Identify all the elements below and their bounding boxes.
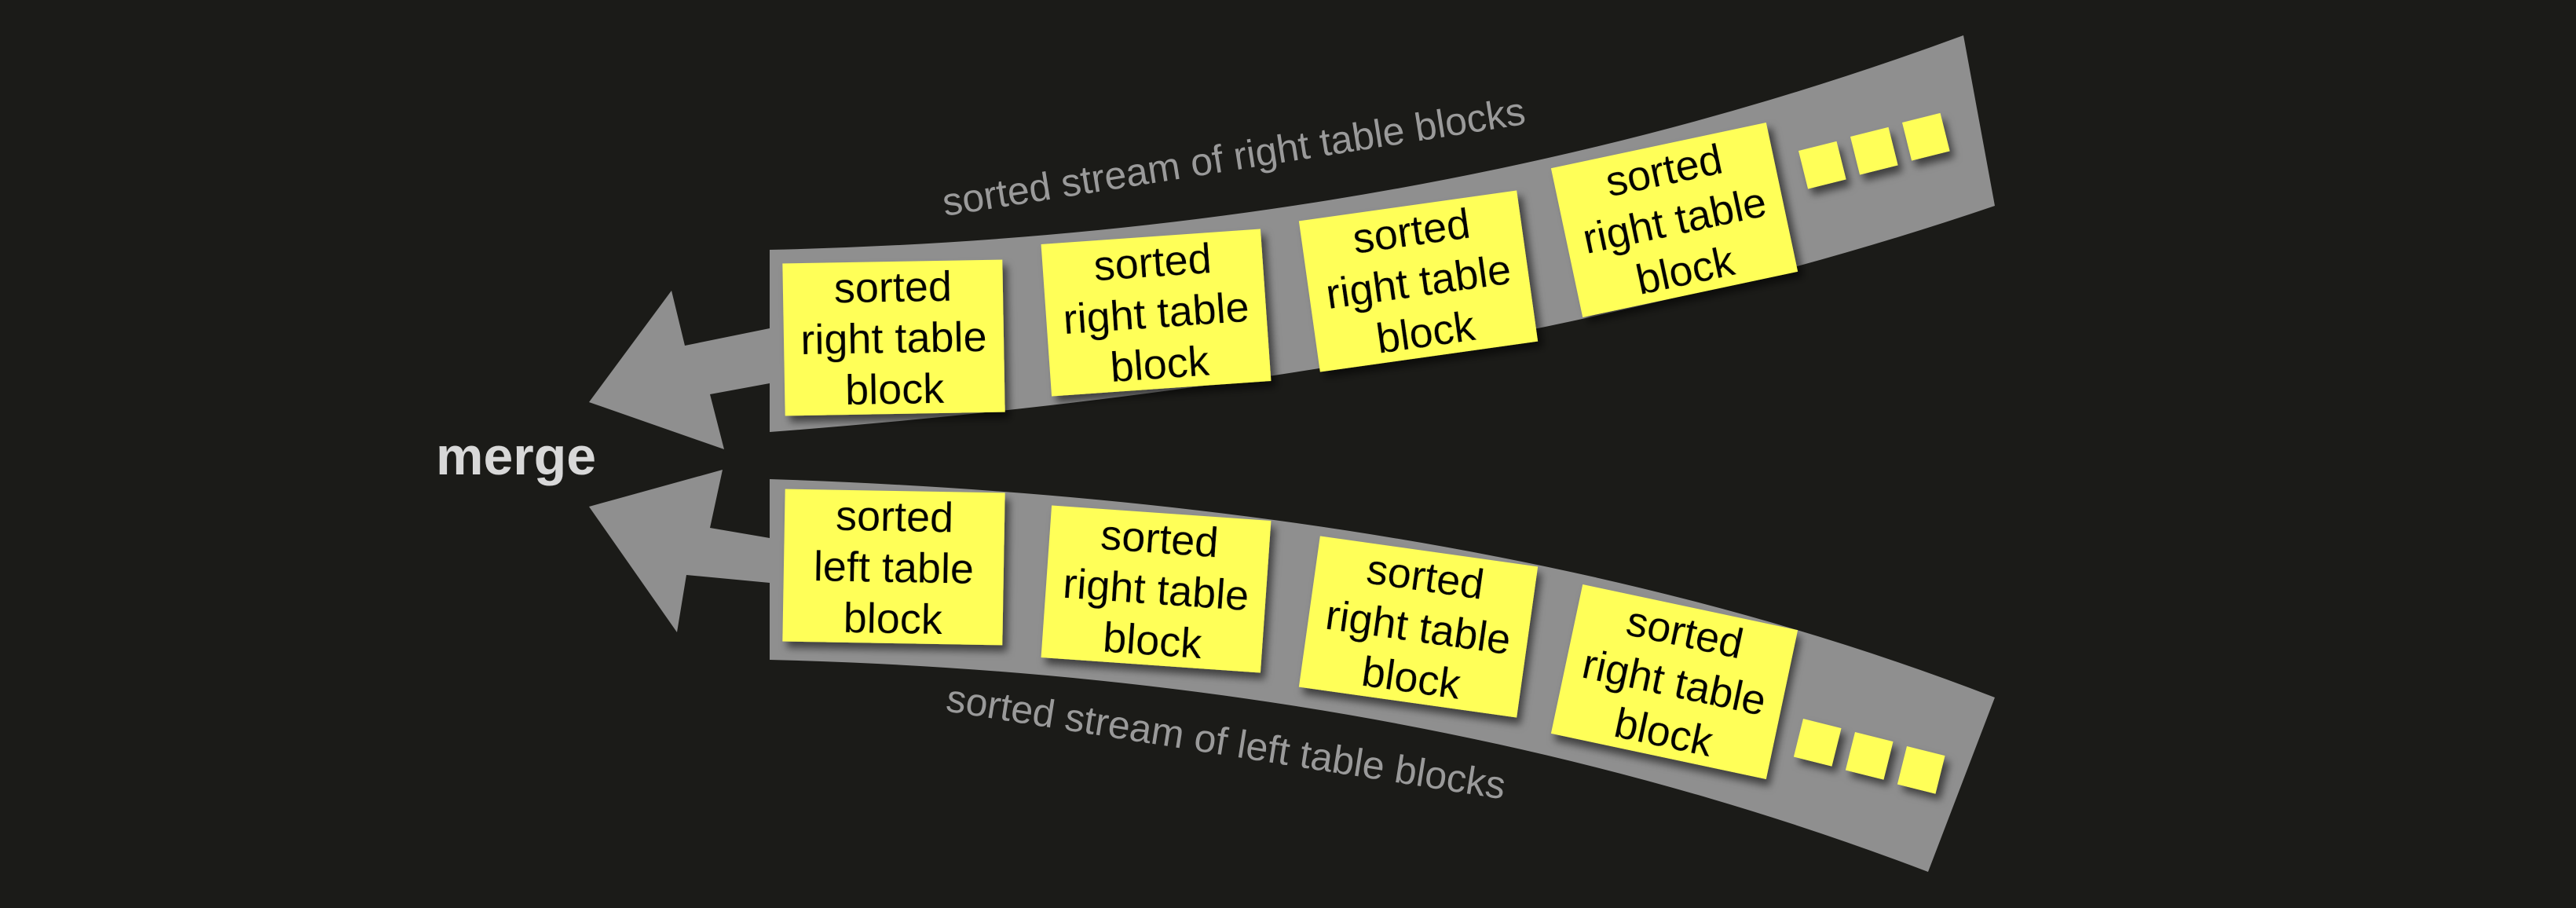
block-line: block <box>843 595 943 643</box>
ellipsis-square <box>1793 719 1842 767</box>
bottom-merge-arrow <box>589 470 770 632</box>
ellipsis-squares-icon <box>1793 719 1945 794</box>
block-card <box>1298 190 1539 372</box>
top-merge-arrow <box>589 291 770 449</box>
bottom-stream-block: sorted left table block <box>782 489 1005 646</box>
top-stream-block: sorted right table block <box>782 259 1005 416</box>
ellipsis-square <box>1850 126 1898 175</box>
top-stream-block: sorted right table block <box>1298 190 1539 372</box>
bottom-stream-block: sorted right table block <box>1041 505 1272 673</box>
bottom-stream-block: sorted right table block <box>1550 584 1798 779</box>
ellipsis-square <box>1845 732 1894 780</box>
ellipsis-squares-icon <box>1798 112 1950 189</box>
block-line: block <box>845 365 946 414</box>
block-line: right table <box>800 313 987 364</box>
top-stream-block: sorted right table block <box>1550 123 1798 317</box>
ellipsis-square <box>1897 746 1945 794</box>
merge-label: merge <box>436 427 596 486</box>
block-line: sorted <box>1092 235 1213 290</box>
ellipsis-square <box>1798 141 1846 189</box>
block-line: sorted <box>833 263 952 313</box>
block-line: block <box>1109 337 1212 391</box>
ellipsis-square <box>1902 112 1950 161</box>
block-line: sorted <box>836 492 954 542</box>
block-line: sorted <box>1100 511 1220 566</box>
block-card <box>782 259 1005 416</box>
block-line: block <box>1101 614 1204 668</box>
block-card <box>1041 505 1272 673</box>
block-card <box>1298 536 1539 718</box>
block-line: left table <box>813 543 974 593</box>
block-card <box>782 489 1005 646</box>
block-card <box>1550 584 1798 779</box>
bottom-stream-block: sorted right table block <box>1298 536 1539 718</box>
block-card <box>1041 229 1272 397</box>
block-card <box>1550 123 1798 317</box>
top-stream-block: sorted right table block <box>1041 229 1272 397</box>
